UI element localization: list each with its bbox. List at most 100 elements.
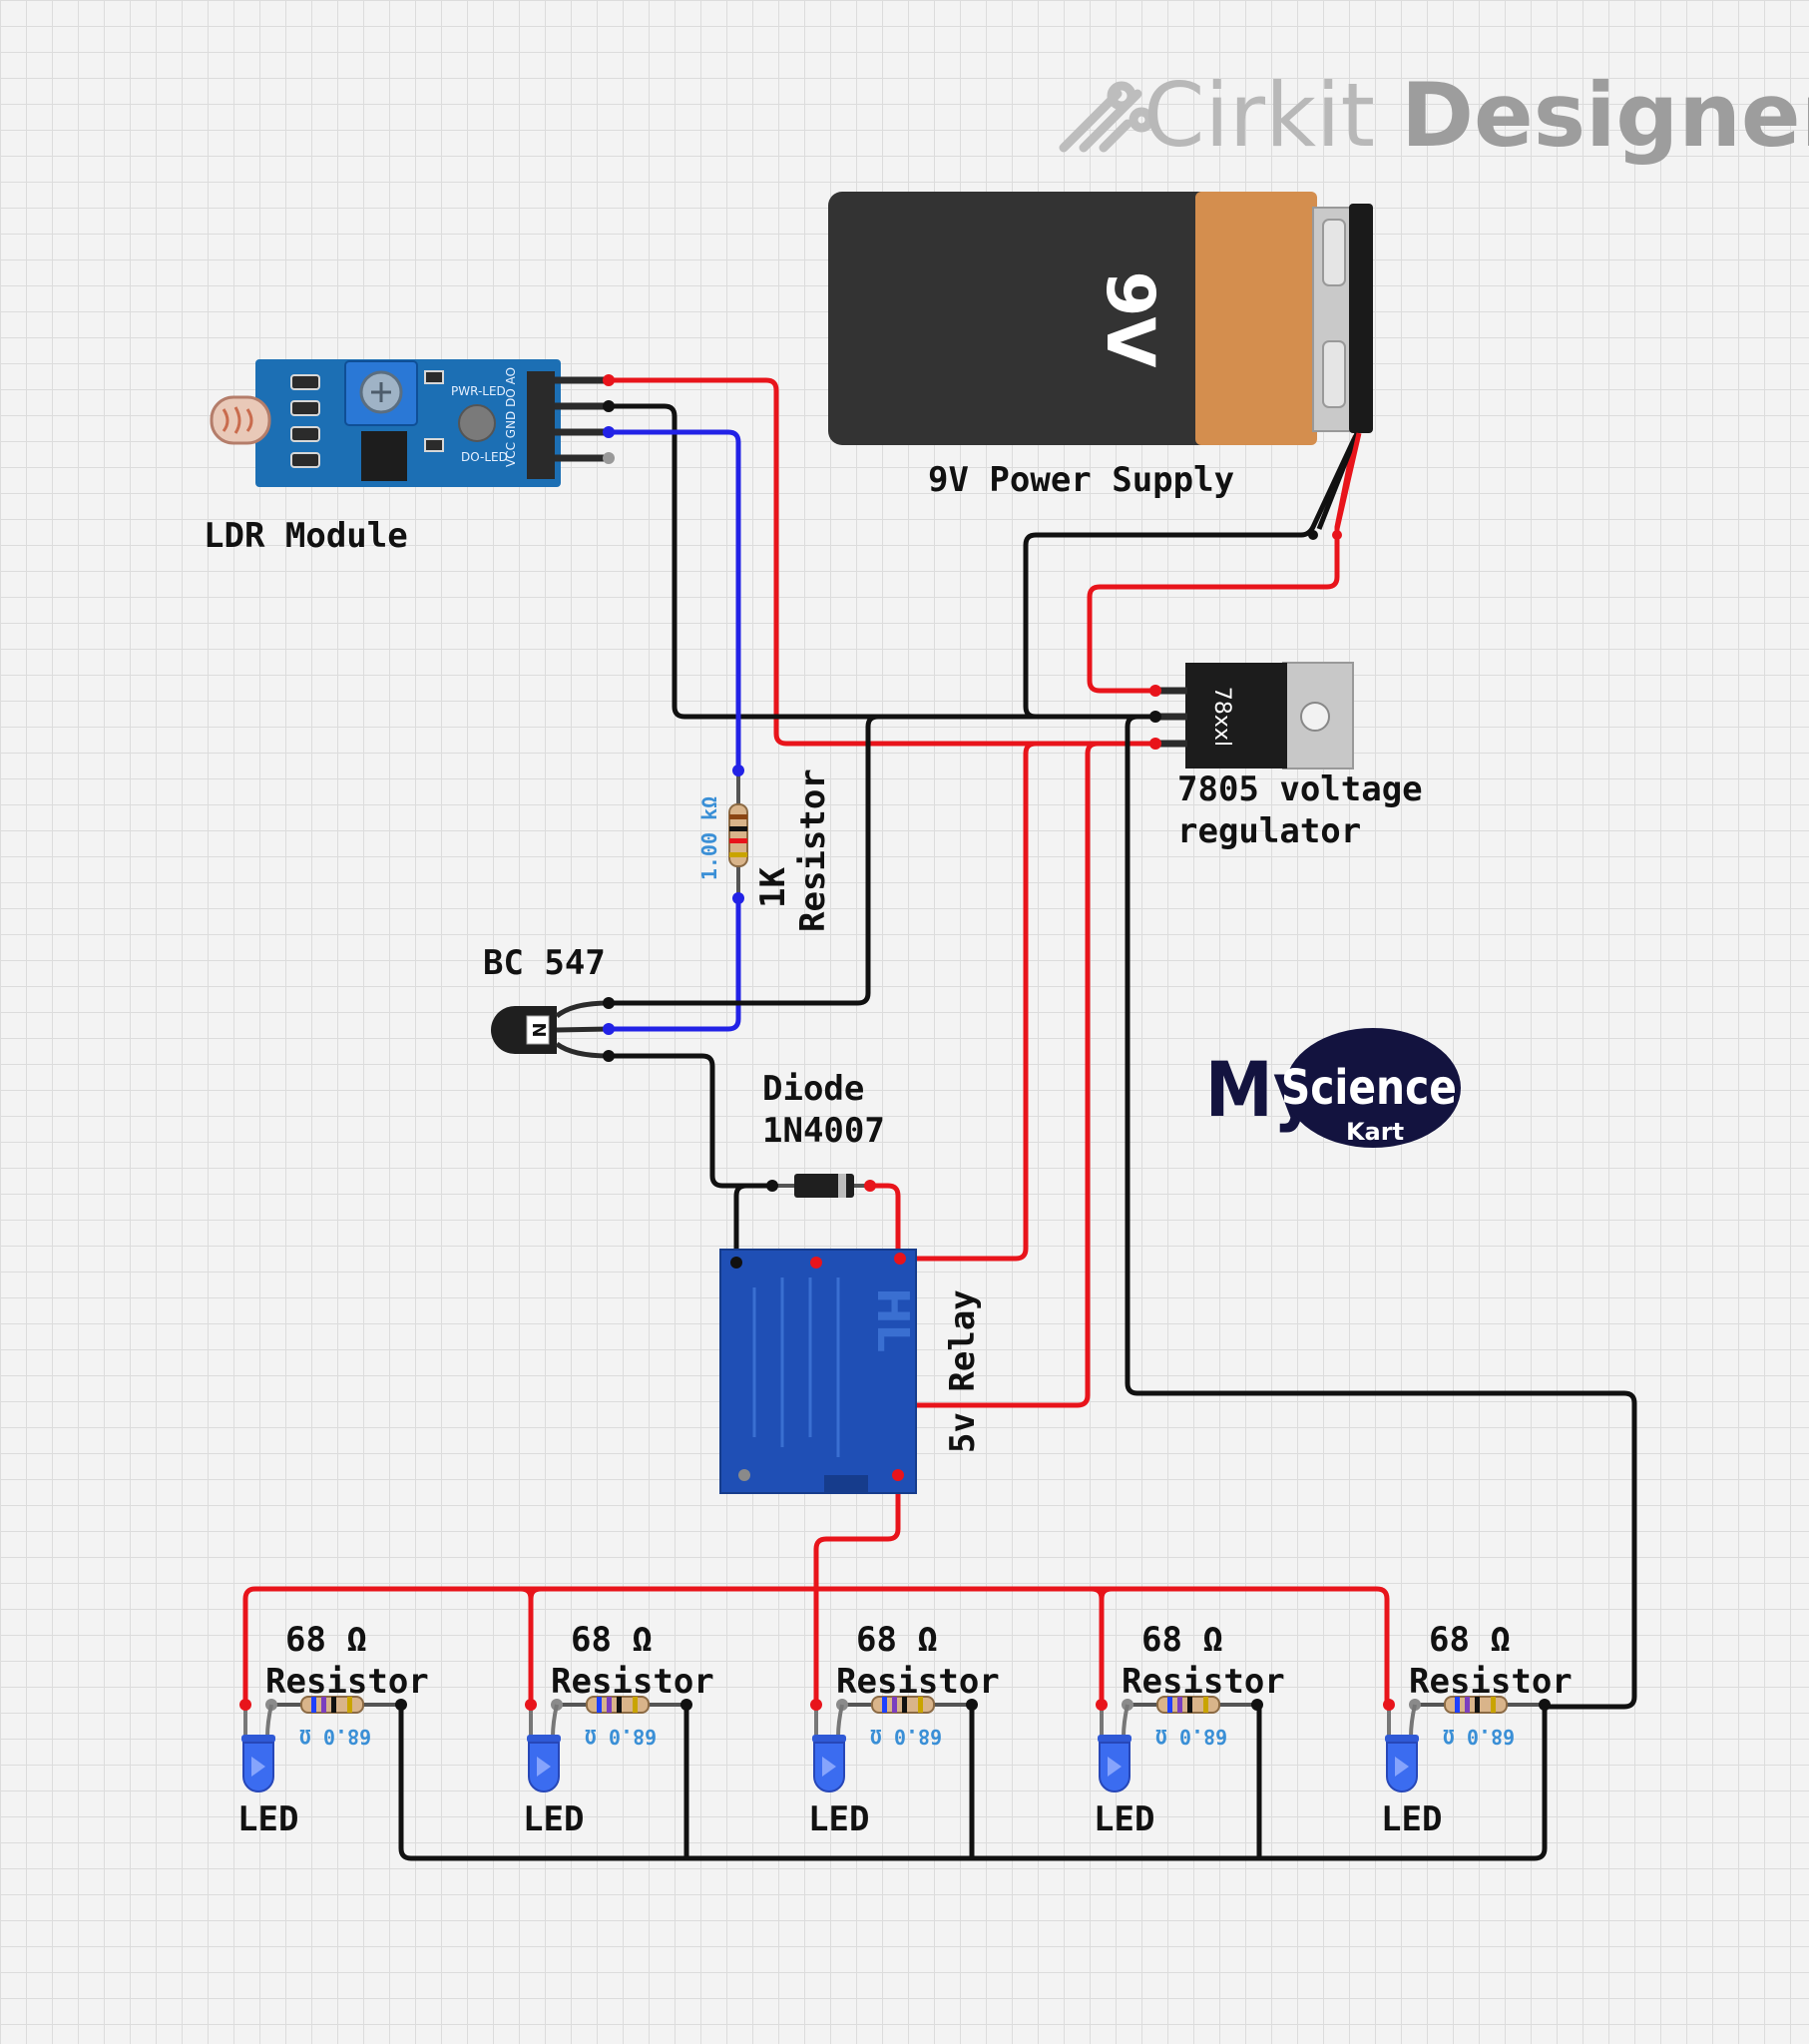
brand-name-light: Cirkit (1143, 64, 1375, 167)
wire-resistor-base[interactable] (606, 895, 741, 1032)
led-rim (241, 1735, 275, 1743)
comparator-chip (361, 431, 407, 481)
regulator-7805[interactable]: 78xxl (1149, 662, 1354, 769)
relay-body (719, 1249, 917, 1494)
ldr-module[interactable]: PWR-LED DO-LED VCC GND DO AO (210, 359, 615, 487)
battery-neg-node (1308, 530, 1318, 540)
led-resistor-label-line1: 68 Ω (285, 1620, 367, 1660)
wire-reg-gnd-return[interactable] (1125, 714, 1637, 1710)
regulator-pin-gnd[interactable] (1149, 711, 1161, 723)
relay-5v[interactable]: HL (719, 1249, 918, 1494)
led-pin-anode[interactable] (1096, 1699, 1108, 1711)
transistor-pin-emitter[interactable] (603, 997, 615, 1009)
wire-battery-pos[interactable] (1087, 434, 1358, 694)
wire-collector-relay[interactable] (606, 1053, 775, 1189)
wire-ldr-vcc[interactable] (606, 377, 1158, 747)
wire-led2-pos[interactable] (518, 1586, 534, 1708)
battery-body (828, 192, 1317, 445)
led-resistor[interactable]: 68.0 Ω (265, 1696, 407, 1749)
ldr-pin-gnd[interactable] (603, 400, 615, 412)
led-pin-anode[interactable] (239, 1699, 251, 1711)
led-resistor-pin-b[interactable] (966, 1699, 978, 1711)
wire-ldr-do[interactable] (606, 429, 741, 773)
diode-pin-anode[interactable] (766, 1180, 778, 1192)
led-resistor[interactable]: 68.0 Ω (551, 1696, 692, 1749)
led-pin-anode[interactable] (525, 1699, 537, 1711)
transistor-bc547[interactable]: N (491, 997, 615, 1062)
relay-pin-com[interactable] (810, 1257, 822, 1269)
led-label: LED (1381, 1799, 1442, 1839)
transistor-label: BC 547 (483, 943, 606, 983)
led[interactable] (810, 1699, 846, 1792)
ldr-pin-vcc[interactable] (603, 374, 615, 386)
wire-led4-pos-b[interactable] (1099, 1586, 1115, 1602)
led-pin-anode[interactable] (1383, 1699, 1395, 1711)
led-label: LED (237, 1799, 298, 1839)
led-resistor-value: 68.0 Ω (299, 1725, 371, 1749)
led-rim (527, 1735, 561, 1743)
relay-pin-coil-neg[interactable] (730, 1257, 742, 1269)
relay-pin-no[interactable] (892, 1469, 904, 1481)
resistor-1k[interactable]: 1.00 kΩ (697, 765, 748, 904)
led-pin-anode[interactable] (810, 1699, 822, 1711)
wire-reg-relay-coil[interactable] (897, 741, 1158, 1262)
regulator-body (1185, 663, 1287, 768)
ldr-pin-do[interactable] (603, 426, 615, 438)
led-resistor-pin-b[interactable] (680, 1699, 692, 1711)
regulator-pin-out[interactable] (1149, 738, 1161, 750)
wires (242, 377, 1637, 1861)
ldr-header (527, 371, 555, 479)
regulator-pin-in[interactable] (1149, 685, 1161, 697)
ldr-pcb-text: PWR-LED (451, 384, 506, 398)
wire-emitter-gnd[interactable] (606, 714, 881, 1006)
led-resistor[interactable]: 68.0 Ω (1122, 1696, 1263, 1749)
logo-ellipse (1285, 1028, 1461, 1148)
wire-relay-coil-neg[interactable] (733, 1183, 775, 1266)
led[interactable] (1383, 1699, 1419, 1792)
led-rim (1098, 1735, 1131, 1743)
led-resistor-label-line2: Resistor (265, 1662, 429, 1702)
led-resistor[interactable]: 68.0 Ω (836, 1696, 978, 1749)
transistor-pin-collector[interactable] (603, 1050, 615, 1062)
led[interactable] (239, 1699, 275, 1792)
led-resistor-pin-b[interactable] (395, 1699, 407, 1711)
wire-led4-pos[interactable] (1089, 1586, 1105, 1708)
resistor-1k-pin-b[interactable] (732, 892, 744, 904)
battery-label-band (1195, 192, 1317, 445)
led-resistor-value: 68.0 Ω (585, 1725, 657, 1749)
battery-terminal-pos (1322, 340, 1346, 408)
diode-1n4007[interactable] (766, 1174, 876, 1198)
resistor-1k-pin-a[interactable] (732, 765, 744, 776)
led-rim (1385, 1735, 1419, 1743)
ldr-pin-ao[interactable] (603, 452, 615, 464)
ldr-pcb-text2: DO-LED (461, 450, 508, 464)
diode-label-line2: 1N4007 (762, 1111, 885, 1151)
battery-9v[interactable]: 9V (828, 192, 1373, 540)
led-label: LED (523, 1799, 584, 1839)
led-resistor[interactable]: 68.0 Ω (1409, 1696, 1551, 1749)
transistor-pin-base[interactable] (603, 1023, 615, 1035)
led-resistor-label-line2: Resistor (1122, 1662, 1285, 1702)
led[interactable] (525, 1699, 561, 1792)
diode-pin-cathode[interactable] (864, 1180, 876, 1192)
wire-diode-cathode[interactable] (867, 1183, 901, 1262)
battery-terminal-neg (1322, 219, 1346, 286)
led-label: LED (1094, 1799, 1154, 1839)
battery-pos-node (1332, 530, 1342, 540)
led-resistor-label-line1: 68 Ω (1429, 1620, 1511, 1660)
relay-pin-coil-pos[interactable] (894, 1253, 906, 1265)
led-resistor-pin-b[interactable] (1251, 1699, 1263, 1711)
led[interactable] (1096, 1699, 1131, 1792)
logo-science-text: Science (1281, 1060, 1457, 1116)
wire-ldr-gnd[interactable] (606, 403, 1158, 720)
my-science-kart-logo: My Science Kart (1205, 1028, 1461, 1148)
battery-label: 9V Power Supply (928, 460, 1234, 500)
led-resistor-pin-b[interactable] (1539, 1699, 1551, 1711)
regulator-label-line2: regulator (1177, 811, 1361, 851)
wire-relay-no[interactable] (813, 1472, 901, 1592)
wire-led2-pos-b[interactable] (528, 1586, 544, 1602)
ldr-pcb-pins: VCC GND DO AO (504, 367, 518, 467)
